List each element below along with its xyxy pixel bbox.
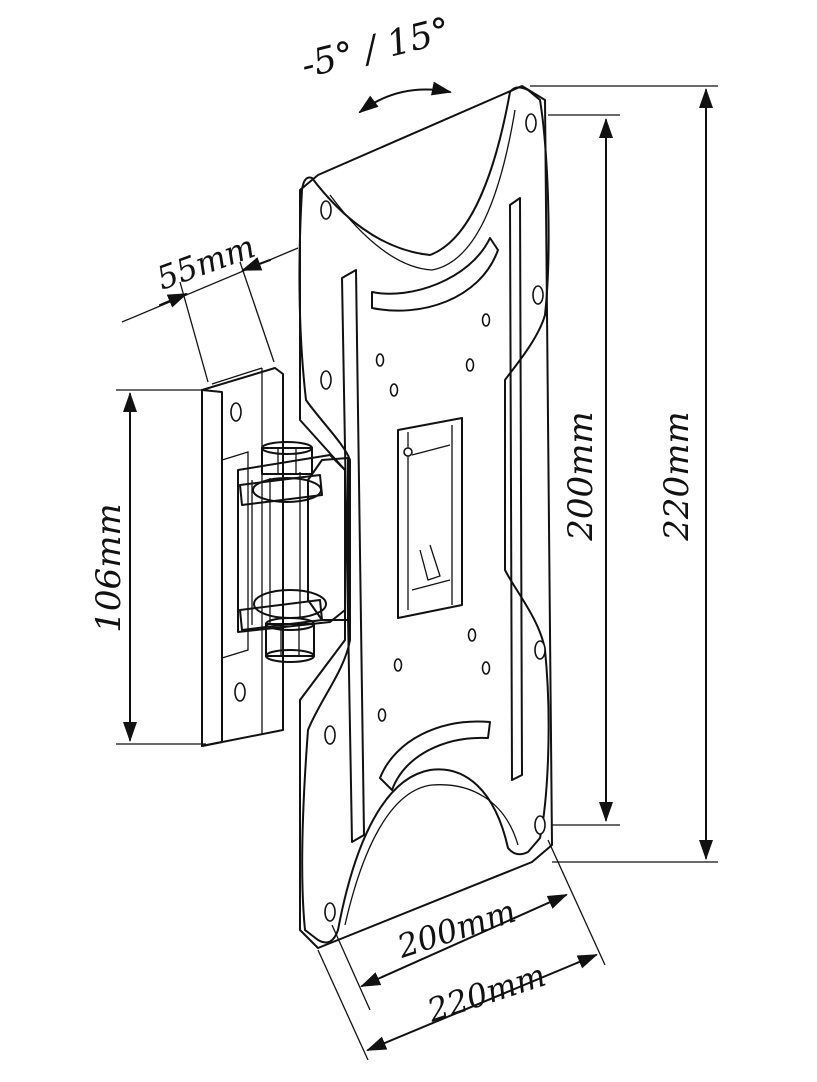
vesa-hole-icon bbox=[534, 815, 546, 835]
small-hole-icon bbox=[393, 658, 403, 672]
vesa-hole-icon bbox=[532, 285, 544, 305]
inner-hole-height-label: 200mm bbox=[561, 411, 601, 541]
center-box-hole-icon bbox=[403, 447, 413, 457]
vesa-hole-icon bbox=[525, 113, 537, 133]
tilt-dimension: -5° / 15° bbox=[297, 10, 455, 114]
vesa-hole-icon bbox=[534, 640, 546, 660]
wall-plate-height-label: 106mm bbox=[89, 503, 129, 632]
small-hole-icon bbox=[389, 383, 399, 397]
tilt-label: -5° / 15° bbox=[297, 10, 454, 87]
vesa-hole-icon bbox=[320, 370, 332, 390]
small-hole-icon bbox=[467, 628, 477, 642]
vesa-hole-icon bbox=[324, 902, 336, 922]
vesa-hole-icon bbox=[320, 200, 332, 220]
outer-plate-width-label: 220mm bbox=[422, 956, 550, 1030]
wall-plate-hole-icon bbox=[230, 402, 242, 422]
tv-plate bbox=[298, 85, 553, 949]
outer-plate-width-dimension: 220mm bbox=[317, 949, 598, 1061]
wall-plate-hole-icon bbox=[234, 682, 246, 702]
hinge-bolt-bottom bbox=[253, 589, 327, 663]
small-hole-icon bbox=[465, 358, 475, 372]
small-hole-icon bbox=[481, 313, 491, 327]
inner-hole-width-label: 200mm bbox=[392, 892, 520, 966]
wall-plate bbox=[201, 367, 284, 747]
wall-plate-height-dimension: 106mm bbox=[89, 389, 206, 745]
outer-plate-height-label: 220mm bbox=[657, 411, 697, 541]
small-hole-icon bbox=[481, 661, 491, 675]
small-hole-icon bbox=[377, 708, 387, 722]
arm-depth-dimension: 55mm bbox=[121, 227, 299, 383]
outer-plate-height-dimension: 220mm bbox=[530, 85, 718, 863]
vesa-hole-icon bbox=[324, 725, 336, 745]
small-hole-icon bbox=[375, 353, 385, 367]
inner-hole-height-dimension: 200mm bbox=[548, 114, 620, 826]
hinge-bolt-top bbox=[252, 441, 322, 503]
